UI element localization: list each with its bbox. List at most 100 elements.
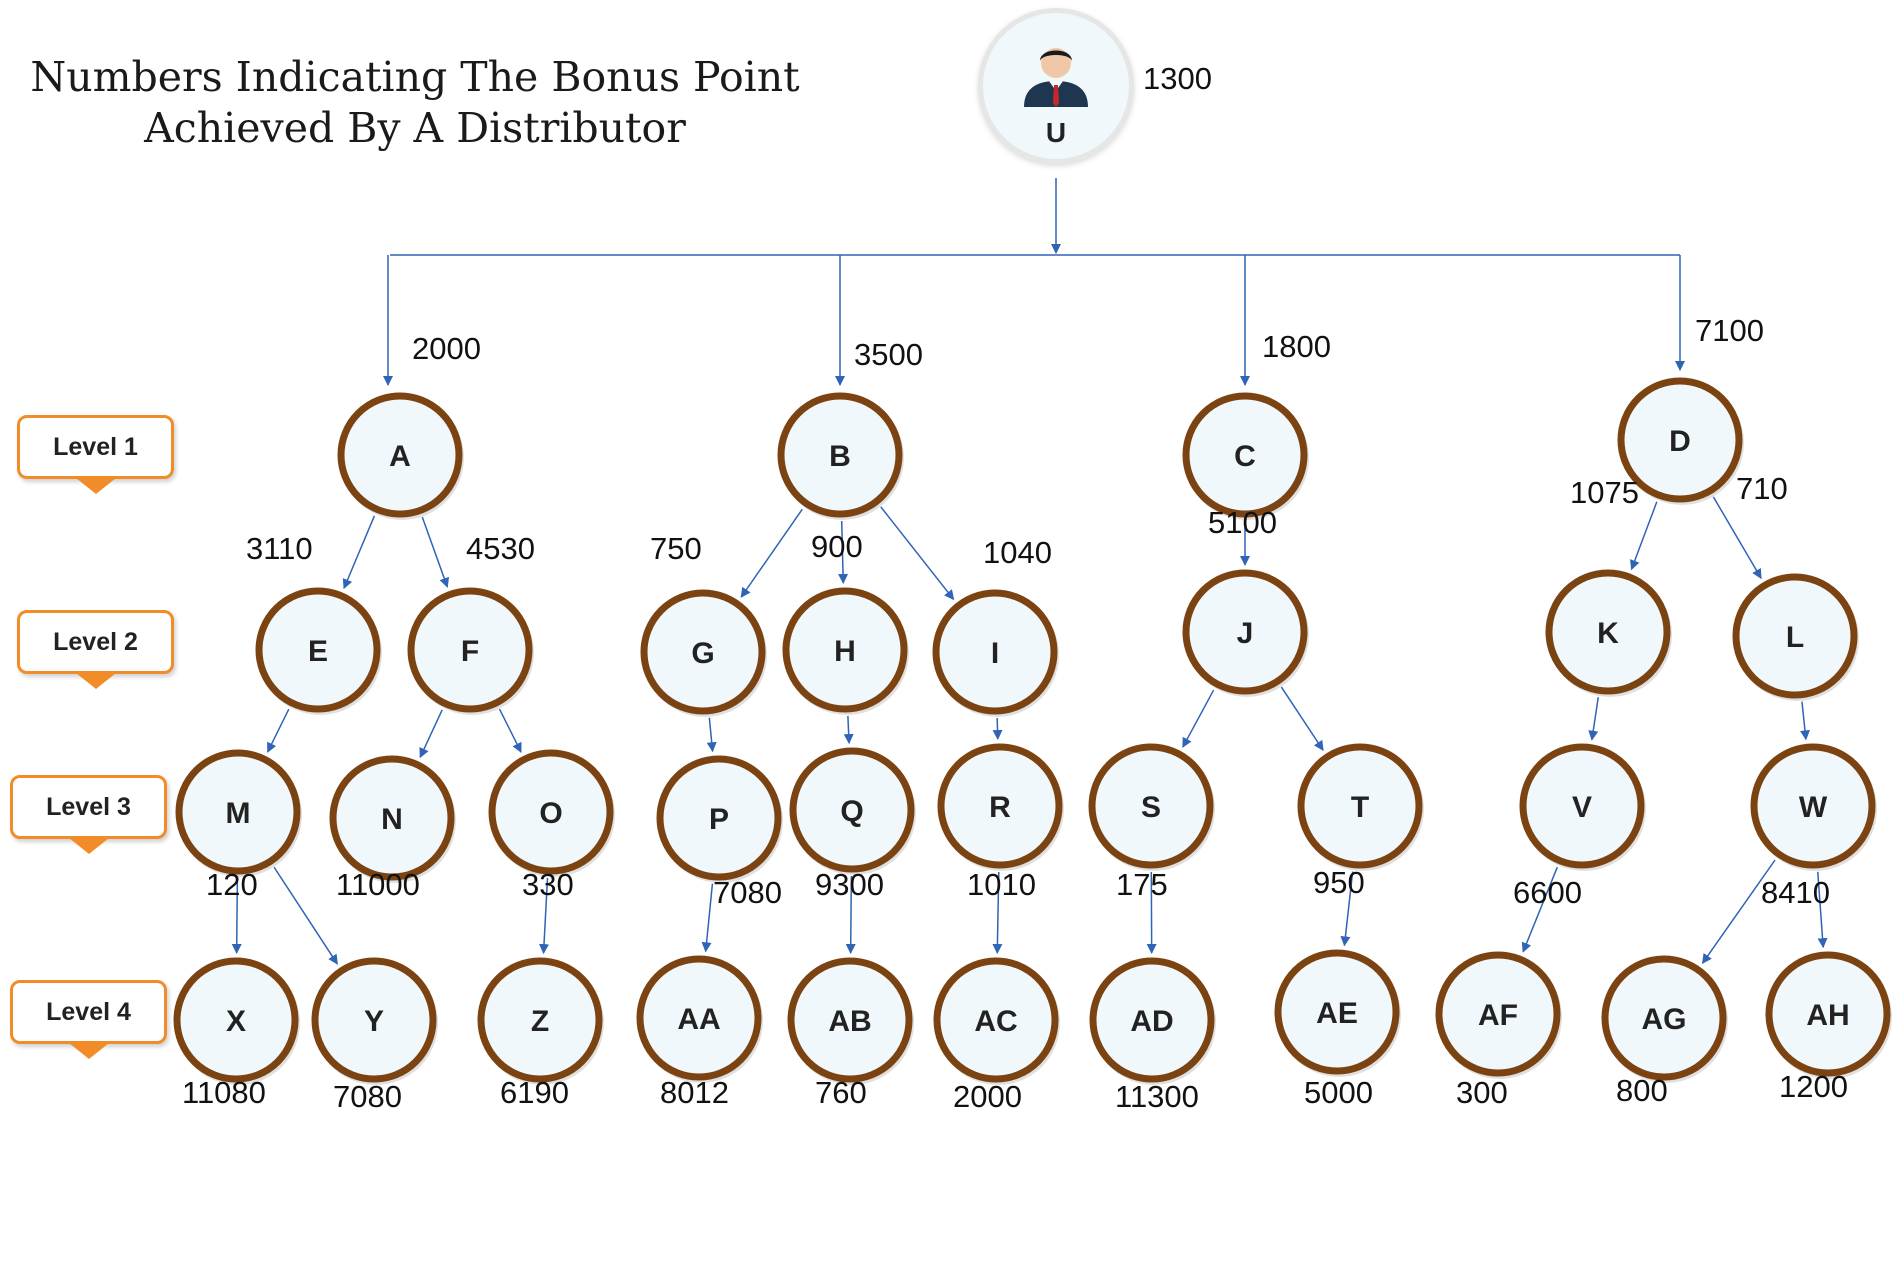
edge-D-K	[1630, 501, 1658, 571]
node-J[interactable]: J	[1182, 569, 1309, 697]
node-circle	[488, 749, 614, 875]
edge-B-I	[880, 506, 955, 601]
node-AG[interactable]: AG	[1601, 955, 1728, 1083]
node-W[interactable]: W	[1750, 743, 1877, 871]
bonus-value-D: 7100	[1695, 313, 1764, 348]
node-AB[interactable]: AB	[787, 957, 914, 1085]
node-N[interactable]: N	[329, 755, 456, 883]
edge-W-AG	[1701, 859, 1776, 965]
node-circle	[1274, 949, 1400, 1075]
node-AE[interactable]: AE	[1274, 949, 1401, 1077]
node-circle	[1545, 569, 1671, 695]
bonus-value-L: 710	[1736, 471, 1788, 506]
level-tag-2: Level 2	[17, 610, 174, 689]
edge-A-F	[421, 516, 450, 588]
level-label: Level 4	[46, 997, 131, 1026]
bonus-value-Q: 9300	[815, 867, 884, 902]
node-label-R: R	[989, 791, 1011, 824]
node-AF[interactable]: AF	[1435, 951, 1562, 1079]
node-label-X: X	[226, 1005, 246, 1038]
node-circle	[255, 587, 381, 713]
edge-G-P	[706, 717, 717, 753]
node-label-A: A	[389, 440, 411, 473]
bonus-value-W: 8410	[1761, 875, 1830, 910]
node-circle	[782, 587, 908, 713]
node-O[interactable]: O	[488, 749, 615, 877]
node-label-AC: AC	[974, 1005, 1017, 1038]
node-A[interactable]: A	[337, 392, 464, 520]
bonus-value-E: 3110	[246, 531, 313, 566]
node-AA[interactable]: AA	[636, 955, 763, 1083]
node-M[interactable]: M	[175, 749, 302, 877]
edge-V-AF	[1521, 866, 1558, 953]
node-C[interactable]: C	[1182, 392, 1309, 520]
node-AD[interactable]: AD	[1089, 957, 1216, 1085]
node-Y[interactable]: Y	[311, 957, 438, 1085]
person-icon	[1024, 48, 1088, 107]
node-AH[interactable]: AH	[1765, 951, 1892, 1079]
node-label-B: B	[829, 440, 851, 473]
node-V[interactable]: V	[1519, 743, 1646, 871]
node-E[interactable]: E	[255, 587, 382, 715]
edge-R-AC	[992, 871, 1003, 955]
edge-K-V	[1588, 697, 1599, 741]
bonus-value-G: 750	[650, 531, 702, 566]
node-label-G: G	[691, 637, 714, 670]
node-label-L: L	[1786, 621, 1804, 654]
node-label-E: E	[308, 635, 328, 668]
edge-D-L	[1712, 496, 1762, 580]
node-S[interactable]: S	[1088, 743, 1215, 871]
level-pointer	[68, 838, 109, 854]
node-label-M: M	[226, 797, 251, 830]
bonus-value-AF: 300	[1456, 1075, 1508, 1110]
node-H[interactable]: H	[782, 587, 909, 715]
node-L[interactable]: L	[1732, 573, 1859, 701]
node-P[interactable]: P	[656, 755, 783, 883]
node-label-P: P	[709, 803, 729, 836]
node-circle	[173, 957, 299, 1083]
bonus-value-AA: 8012	[660, 1075, 729, 1110]
node-circle	[777, 392, 903, 518]
node-X[interactable]: X	[173, 957, 300, 1085]
node-label-D: D	[1669, 425, 1691, 458]
node-D[interactable]: D	[1617, 377, 1744, 505]
node-B[interactable]: B	[777, 392, 904, 520]
node-label-AE: AE	[1316, 997, 1358, 1030]
bonus-value-AE: 5000	[1304, 1075, 1373, 1110]
edge-T-AE	[1340, 871, 1354, 947]
bonus-value-AH: 1200	[1779, 1069, 1848, 1104]
node-circle	[1617, 377, 1743, 503]
edge-M-X	[231, 877, 242, 955]
edge-H-Q	[843, 715, 854, 745]
node-label-I: I	[991, 637, 999, 670]
bonus-value-O: 330	[522, 867, 574, 902]
bonus-value-R: 1010	[967, 867, 1036, 902]
node-circle	[789, 747, 915, 873]
node-G[interactable]: G	[640, 589, 767, 717]
node-Q[interactable]: Q	[789, 747, 916, 875]
node-circle	[937, 743, 1063, 869]
edge-M-Y	[273, 866, 338, 965]
edge-Q-AB	[845, 875, 856, 955]
node-circle	[329, 755, 455, 881]
bonus-value-V: 6600	[1513, 875, 1582, 910]
bonus-value-AD: 11300	[1115, 1079, 1199, 1114]
node-R[interactable]: R	[937, 743, 1064, 871]
root-node-U[interactable]: U	[978, 8, 1134, 164]
node-circle	[1182, 392, 1308, 518]
diagram-title: Numbers Indicating The Bonus Point Achie…	[20, 52, 810, 154]
edge-B-G	[740, 508, 803, 598]
node-AC[interactable]: AC	[933, 957, 1060, 1085]
title-line-2: Achieved By A Distributor	[144, 104, 686, 152]
node-label-W: W	[1799, 791, 1828, 824]
node-T[interactable]: T	[1297, 743, 1424, 871]
bonus-value-S: 175	[1116, 867, 1168, 902]
node-label-T: T	[1351, 791, 1369, 824]
node-Z[interactable]: Z	[477, 957, 604, 1085]
node-F[interactable]: F	[407, 587, 534, 715]
node-K[interactable]: K	[1545, 569, 1672, 697]
node-I[interactable]: I	[932, 589, 1059, 717]
edge-P-AA	[701, 883, 714, 953]
